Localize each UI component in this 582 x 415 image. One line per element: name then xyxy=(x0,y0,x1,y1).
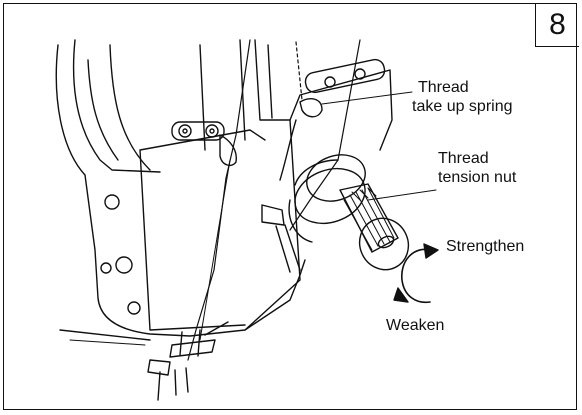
needle-bar-area xyxy=(147,321,229,401)
machine-top-curve xyxy=(109,44,151,171)
head-panel xyxy=(254,39,393,151)
thread-tension-assembly xyxy=(288,154,410,271)
label-weaken: Weaken xyxy=(386,317,445,334)
left-plate-screws xyxy=(171,121,237,167)
label-spring-line2: take up spring xyxy=(412,98,513,115)
leader-take-up-spring xyxy=(321,91,413,105)
lower-thread-line xyxy=(69,339,146,346)
thread-line-main xyxy=(187,39,251,361)
side-lever xyxy=(275,224,301,273)
thread-line-right xyxy=(289,39,361,231)
machine-arm-outline xyxy=(55,44,306,337)
face-plate xyxy=(139,129,266,331)
machine-bed-line xyxy=(59,329,151,341)
label-strengthen: Strengthen xyxy=(446,238,525,255)
machine-arm-left-edge xyxy=(72,39,161,173)
take-up-spring-bracket xyxy=(279,58,386,181)
machine-back-curve xyxy=(87,59,119,161)
side-bracket xyxy=(261,204,285,226)
rotation-arrow-icon xyxy=(393,243,439,304)
figure-frame xyxy=(3,3,577,410)
figure-number: 8 xyxy=(535,3,579,47)
thread-line-down xyxy=(199,159,231,341)
label-nut-line2: tension nut xyxy=(438,169,517,186)
arm-holes xyxy=(100,194,141,315)
label-nut-line1: Thread xyxy=(438,150,489,167)
head-panel-groove xyxy=(267,44,273,119)
label-spring-line1: Thread xyxy=(418,79,469,96)
leader-tension-nut xyxy=(367,189,437,201)
thread-line-dashed xyxy=(295,41,303,101)
